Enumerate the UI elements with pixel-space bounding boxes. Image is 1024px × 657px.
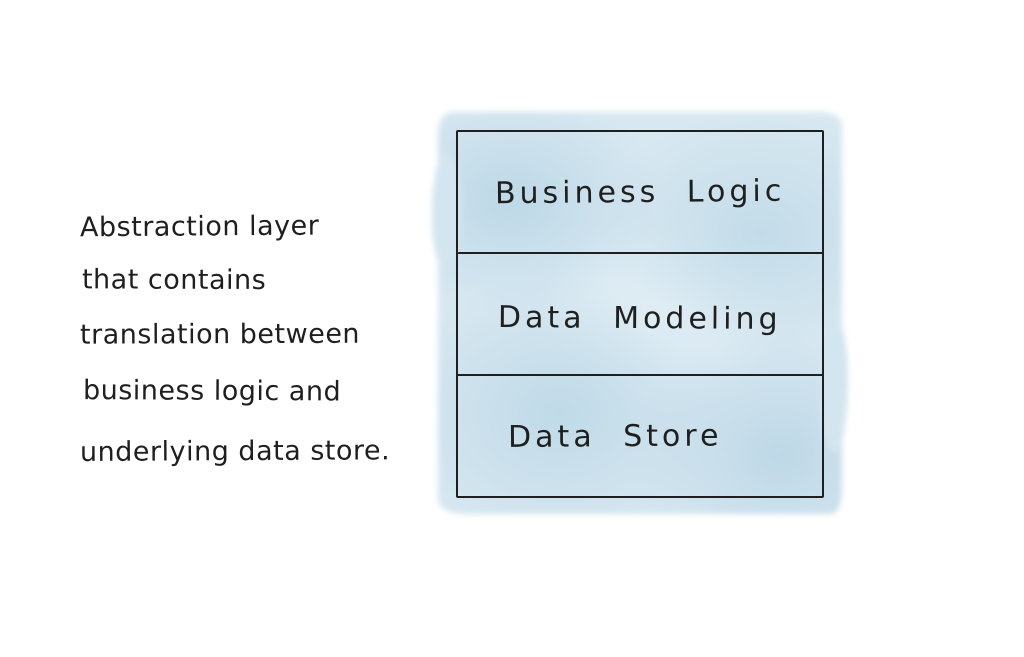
annotation-line-2: that contains bbox=[81, 264, 267, 297]
layer-business-logic-label: Business Logic bbox=[494, 173, 786, 211]
annotation-text-block: Abstraction layer that contains translat… bbox=[80, 200, 440, 482]
annotation-line-4: business logic and bbox=[82, 375, 342, 408]
watercolor-wash bbox=[432, 112, 848, 514]
layer-data-store-label: Data Store bbox=[507, 417, 723, 455]
layer-data-modeling: Data Modeling bbox=[458, 252, 822, 374]
stack-box: Business Logic Data Modeling Data Store bbox=[456, 130, 824, 498]
layer-data-modeling-label: Data Modeling bbox=[498, 299, 782, 337]
layer-data-store: Data Store bbox=[458, 374, 822, 496]
annotation-line-1: Abstraction layer bbox=[79, 210, 320, 244]
layer-business-logic: Business Logic bbox=[458, 132, 822, 252]
layered-stack-diagram: Business Logic Data Modeling Data Store bbox=[432, 112, 848, 514]
annotation-line-3: translation between bbox=[79, 318, 361, 351]
annotation-line-5: underlying data store. bbox=[79, 435, 391, 468]
